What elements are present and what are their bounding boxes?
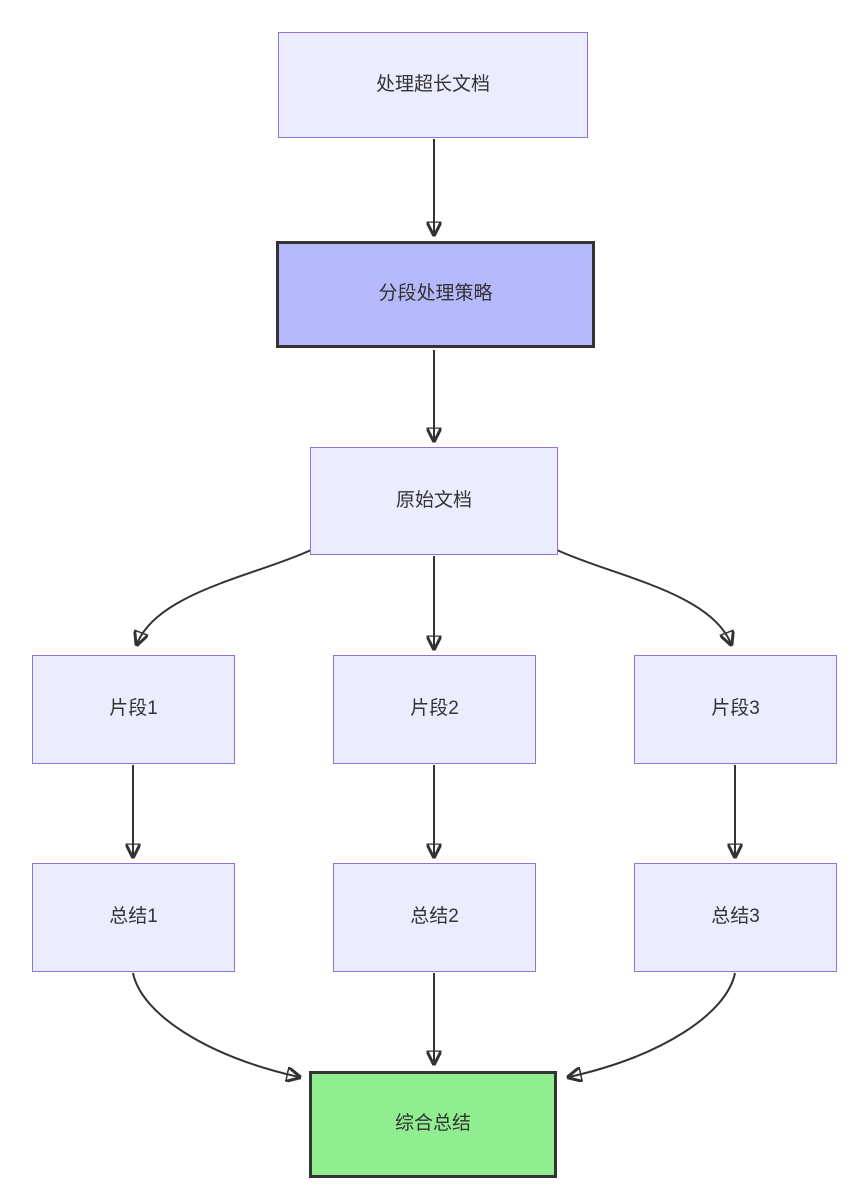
node-segment-3: 片段3 bbox=[634, 655, 837, 764]
node-segment-2-label: 片段2 bbox=[410, 698, 459, 720]
node-segment-1-label: 片段1 bbox=[109, 698, 158, 720]
node-final-summary: 综合总结 bbox=[309, 1071, 557, 1178]
node-summary-3: 总结3 bbox=[634, 863, 837, 972]
node-start-label: 处理超长文档 bbox=[375, 73, 490, 95]
node-original-document: 原始文档 bbox=[310, 447, 558, 555]
edge-sum1-final bbox=[132, 972, 299, 1077]
node-segment-3-label: 片段3 bbox=[711, 698, 760, 720]
node-final-summary-label: 综合总结 bbox=[394, 1113, 471, 1135]
node-original-document-label: 原始文档 bbox=[395, 489, 472, 511]
edge-sum3-final bbox=[569, 972, 736, 1077]
edge-doc-seg3 bbox=[556, 549, 731, 644]
node-segment-2: 片段2 bbox=[333, 655, 536, 764]
node-start: 处理超长文档 bbox=[278, 32, 588, 138]
node-summary-1: 总结1 bbox=[32, 863, 235, 972]
node-strategy: 分段处理策略 bbox=[276, 241, 595, 348]
node-segment-1: 片段1 bbox=[32, 655, 235, 764]
node-summary-1-label: 总结1 bbox=[109, 906, 158, 928]
node-strategy-label: 分段处理策略 bbox=[378, 283, 493, 305]
node-summary-3-label: 总结3 bbox=[711, 906, 760, 928]
edge-doc-seg1 bbox=[137, 549, 312, 644]
node-summary-2: 总结2 bbox=[333, 863, 536, 972]
node-summary-2-label: 总结2 bbox=[410, 906, 459, 928]
